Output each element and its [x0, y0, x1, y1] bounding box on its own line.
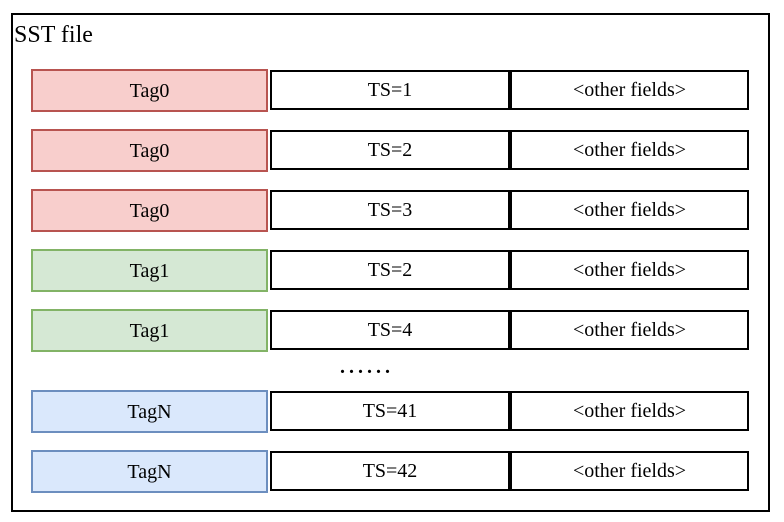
sst-file-box: SST file Tag0 TS=1 <other fields> Tag0 T…	[11, 13, 770, 512]
ts-cell: TS=2	[270, 250, 510, 290]
ellipsis-text: ......	[340, 356, 394, 378]
ts-cell: TS=2	[270, 130, 510, 170]
tag-cell: TagN	[31, 450, 268, 493]
other-fields-cell: <other fields>	[510, 310, 749, 350]
record-row: Tag0 TS=3 <other fields>	[13, 189, 768, 232]
ts-cell: TS=1	[270, 70, 510, 110]
tag-cell: Tag1	[31, 309, 268, 352]
tag-cell: Tag0	[31, 69, 268, 112]
other-fields-cell: <other fields>	[510, 130, 749, 170]
ts-cell: TS=42	[270, 451, 510, 491]
record-row: Tag1 TS=4 <other fields>	[13, 309, 768, 352]
ts-cell: TS=3	[270, 190, 510, 230]
sst-file-title: SST file	[14, 22, 93, 48]
other-fields-cell: <other fields>	[510, 250, 749, 290]
tag-cell: TagN	[31, 390, 268, 433]
record-row: Tag0 TS=2 <other fields>	[13, 129, 768, 172]
tag-cell: Tag1	[31, 249, 268, 292]
other-fields-cell: <other fields>	[510, 70, 749, 110]
record-row: Tag1 TS=2 <other fields>	[13, 249, 768, 292]
tag-cell: Tag0	[31, 189, 268, 232]
tag-cell: Tag0	[31, 129, 268, 172]
ts-cell: TS=4	[270, 310, 510, 350]
record-row: Tag0 TS=1 <other fields>	[13, 69, 768, 112]
other-fields-cell: <other fields>	[510, 391, 749, 431]
record-row: TagN TS=41 <other fields>	[13, 390, 768, 433]
other-fields-cell: <other fields>	[510, 451, 749, 491]
record-row: TagN TS=42 <other fields>	[13, 450, 768, 493]
ts-cell: TS=41	[270, 391, 510, 431]
other-fields-cell: <other fields>	[510, 190, 749, 230]
